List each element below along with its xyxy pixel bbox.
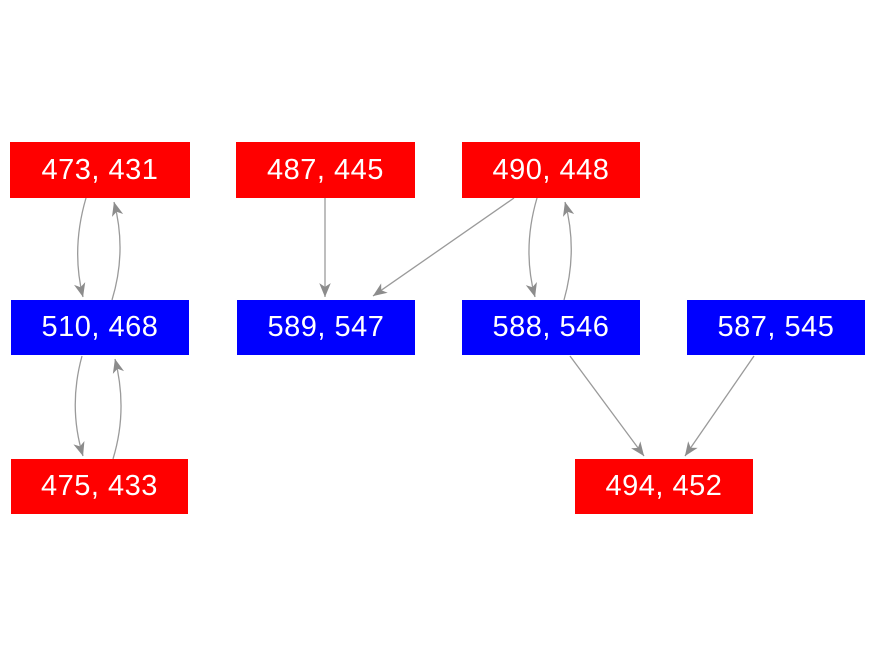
node-label: 589, 547 bbox=[267, 311, 385, 343]
graph-edge bbox=[73, 355, 85, 457]
graph-node-n473_431[interactable]: 473, 431 bbox=[10, 142, 190, 198]
graph-edge bbox=[525, 197, 538, 298]
graph-node-n587_545[interactable]: 587, 545 bbox=[687, 300, 865, 355]
node-label: 473, 431 bbox=[41, 153, 159, 186]
node-label: 588, 546 bbox=[492, 311, 610, 343]
graph-node-n510_468[interactable]: 510, 468 bbox=[11, 300, 189, 355]
graph-edge bbox=[111, 201, 124, 301]
graph-edge bbox=[684, 355, 755, 457]
graph-node-n589_547[interactable]: 589, 547 bbox=[237, 300, 415, 355]
graph-edge bbox=[569, 355, 645, 457]
node-label: 475, 433 bbox=[41, 470, 158, 502]
graph-node-n487_445[interactable]: 487, 445 bbox=[236, 142, 415, 198]
graph-edge bbox=[112, 358, 125, 460]
graph-node-n494_452[interactable]: 494, 452 bbox=[575, 459, 753, 514]
graph-edge bbox=[372, 197, 515, 297]
graph-node-n475_433[interactable]: 475, 433 bbox=[11, 459, 188, 514]
graph-node-n490_448[interactable]: 490, 448 bbox=[462, 142, 640, 198]
node-label: 494, 452 bbox=[605, 470, 723, 502]
graph-edge bbox=[562, 201, 575, 301]
node-label: 510, 468 bbox=[41, 311, 159, 343]
node-label: 490, 448 bbox=[492, 153, 610, 186]
graph-node-n588_546[interactable]: 588, 546 bbox=[462, 300, 640, 355]
node-label: 587, 545 bbox=[717, 311, 835, 343]
node-label: 487, 445 bbox=[267, 153, 384, 186]
graph-edge bbox=[74, 197, 87, 298]
